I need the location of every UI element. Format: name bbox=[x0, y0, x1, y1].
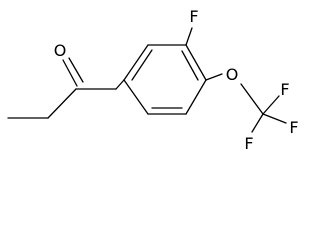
bond-carbonyl-ring bbox=[115, 79, 125, 90]
ether-oxygen-label: O bbox=[226, 65, 239, 84]
bond-ring-inner-1 bbox=[131, 49, 153, 81]
bond-ring-1 bbox=[123, 44, 149, 81]
bond-ring-3 bbox=[185, 44, 207, 81]
bond-carbonyl-double-b bbox=[68, 57, 84, 83]
bond-ring-ether-oxygen bbox=[205, 73, 223, 81]
bond-cf3-fluorine-top bbox=[262, 95, 280, 115]
cf3-fluorine-bottom-label: F bbox=[244, 134, 253, 153]
bond-cf3-fluorine-right bbox=[262, 113, 287, 124]
cf3-fluorine-top-label: F bbox=[280, 80, 289, 99]
bond-ring-inner-2 bbox=[181, 50, 199, 81]
bond-cf3-fluorine-bottom bbox=[251, 113, 264, 133]
bond-ether-oxygen-cf3 bbox=[240, 83, 264, 115]
cf3-fluorine-right-label: F bbox=[289, 118, 298, 137]
bond-chain-ch2-ch2 bbox=[47, 88, 77, 119]
ring-fluorine-label: F bbox=[189, 7, 198, 26]
molecule-structure-diagram: O F O F F F bbox=[7, 7, 299, 153]
bond-carbonyl-double-a bbox=[62, 59, 78, 87]
bond-ring-4 bbox=[185, 79, 207, 115]
bond-ring-6 bbox=[123, 79, 149, 115]
carbonyl-oxygen-label: O bbox=[54, 41, 67, 60]
bond-ring-fluorine bbox=[185, 27, 193, 46]
